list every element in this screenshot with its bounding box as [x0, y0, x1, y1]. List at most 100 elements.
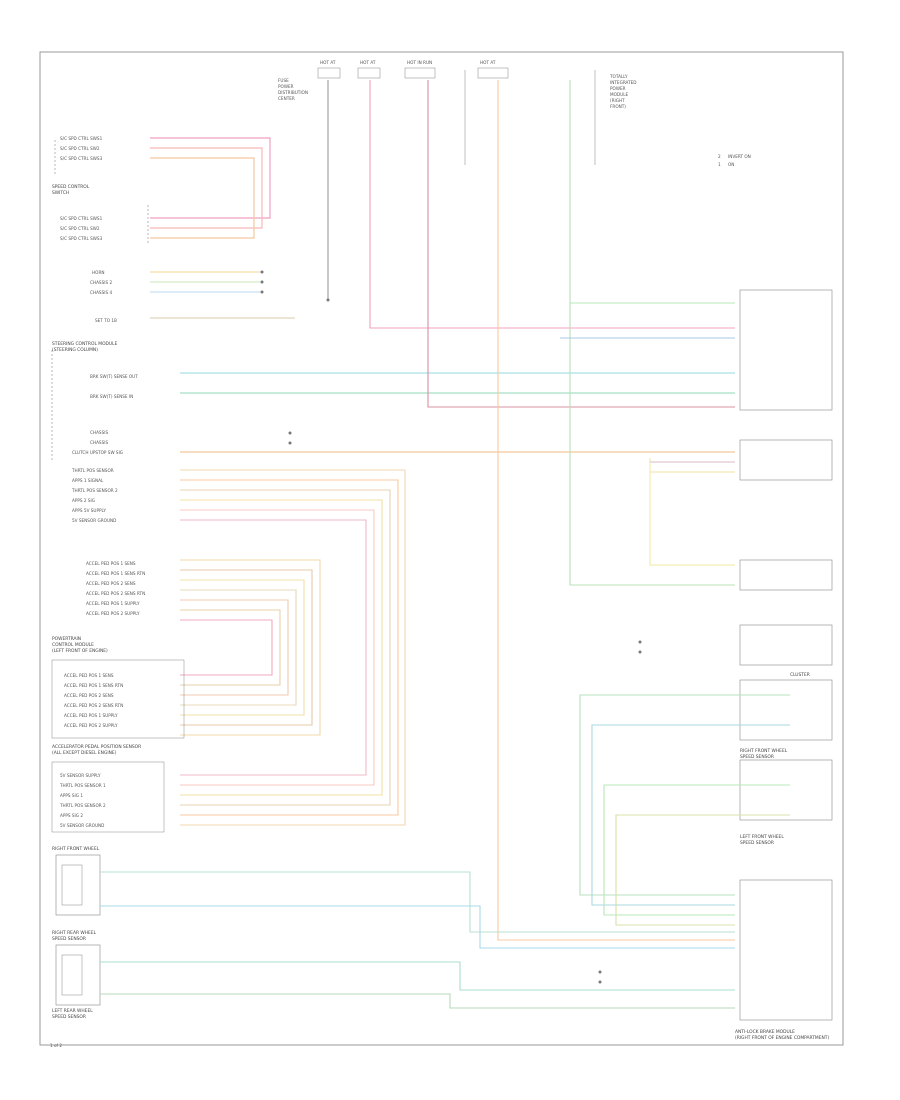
diagram-frame [39, 51, 844, 1046]
svg-text:APPS 2 SIG: APPS 2 SIG [72, 498, 95, 503]
svg-text:FUSE: FUSE [278, 78, 289, 83]
svg-text:2: 2 [718, 154, 721, 159]
svg-text:(RIGHT: (RIGHT [610, 98, 625, 103]
svg-text:SWITCH: SWITCH [52, 190, 69, 196]
svg-text:(RIGHT FRONT OF ENGINE COMPART: (RIGHT FRONT OF ENGINE COMPARTMENT) [735, 1035, 829, 1041]
svg-text:ACCEL PED POS 1 SENS RTN: ACCEL PED POS 1 SENS RTN [64, 683, 123, 688]
svg-text:APPS 5V SUPPLY: APPS 5V SUPPLY [72, 508, 106, 513]
svg-text:ACCEL PED POS 1 SUPPLY: ACCEL PED POS 1 SUPPLY [86, 601, 140, 606]
svg-text:ACCEL PED POS 2 SUPPLY: ACCEL PED POS 2 SUPPLY [86, 611, 140, 616]
svg-text:5V SENSOR GROUND: 5V SENSOR GROUND [72, 518, 116, 523]
speed-control-wires [150, 137, 271, 239]
right-green-wires [560, 302, 735, 339]
svg-text:RIGHT FRONT WHEEL: RIGHT FRONT WHEEL [740, 748, 788, 754]
svg-text:HOT AT: HOT AT [480, 60, 496, 65]
power-sources [317, 67, 596, 165]
svg-text:ON: ON [728, 162, 734, 167]
svg-text:APPS 1 SIGNAL: APPS 1 SIGNAL [72, 478, 104, 483]
fuse-labels: HOT AT HOT AT HOT IN RUN HOT AT FUSE POW… [278, 60, 637, 109]
horn-and-signal-wires [150, 271, 295, 319]
svg-text:ACCELERATOR PEDAL POSITION SEN: ACCELERATOR PEDAL POSITION SENSOR [52, 744, 141, 750]
legend: 2 INVERT ON 1 ON [718, 154, 751, 167]
svg-text:BRK SW(T) SENSE IN: BRK SW(T) SENSE IN [90, 394, 133, 399]
connector-dots [260, 270, 642, 984]
svg-text:HOT AT: HOT AT [360, 60, 376, 65]
wheel-speed-wires [100, 871, 735, 1009]
accelerator-pedal-sensor: ACCELERATOR PEDAL POSITION SENSOR (ALL E… [51, 744, 165, 833]
brake-switch-wires [180, 372, 735, 453]
svg-text:POWERTRAIN: POWERTRAIN [52, 636, 81, 642]
svg-text:ANTI-LOCK BRAKE MODULE: ANTI-LOCK BRAKE MODULE [735, 1029, 795, 1035]
svg-text:BRK SW(T) SENSE OUT: BRK SW(T) SENSE OUT [90, 374, 138, 379]
svg-text:ACCEL PED POS 1 SENS RTN: ACCEL PED POS 1 SENS RTN [86, 571, 145, 576]
svg-text:1 of 2: 1 of 2 [50, 1043, 62, 1048]
svg-text:RIGHT FRONT WHEEL: RIGHT FRONT WHEEL [52, 846, 100, 852]
svg-text:CLUTCH UPSTOP SW SIG: CLUTCH UPSTOP SW SIG [72, 450, 123, 455]
svg-text:POWER: POWER [610, 86, 626, 91]
svg-text:ACCEL PED POS 2 SENS: ACCEL PED POS 2 SENS [64, 693, 114, 698]
svg-text:APPS SIG 2: APPS SIG 2 [60, 813, 83, 818]
svg-text:SPEED SENSOR: SPEED SENSOR [740, 840, 774, 846]
svg-text:CHASSIS 4: CHASSIS 4 [90, 290, 112, 295]
svg-text:INTEGRATED: INTEGRATED [610, 80, 637, 85]
svg-text:ACCEL PED POS 1 SENS: ACCEL PED POS 1 SENS [86, 561, 136, 566]
svg-text:ACCEL PED POS 1 SUPPLY: ACCEL PED POS 1 SUPPLY [64, 713, 118, 718]
svg-text:ACCEL PED POS 2 SENS: ACCEL PED POS 2 SENS [86, 581, 136, 586]
svg-text:POWER: POWER [278, 84, 294, 89]
svg-text:THRTL POS SENSOR 2: THRTL POS SENSOR 2 [59, 803, 106, 808]
svg-text:FRONT): FRONT) [610, 104, 626, 109]
svg-text:ACCEL PED POS 2 SENS RTN: ACCEL PED POS 2 SENS RTN [64, 703, 123, 708]
svg-text:ACCEL PED POS 1 SENS: ACCEL PED POS 1 SENS [64, 673, 114, 678]
svg-text:CHASSIS 2: CHASSIS 2 [90, 280, 112, 285]
svg-text:THRTL POS SENSOR 1: THRTL POS SENSOR 1 [59, 783, 106, 788]
right-module-boxes [739, 289, 833, 1021]
fuse-vertical-wires [327, 80, 735, 941]
svg-text:S/C SPD CTRL SWS3: S/C SPD CTRL SWS3 [60, 156, 103, 161]
wheel-speed-sensors-left: RIGHT FRONT WHEEL RIGHT REAR WHEEL SPEED… [52, 846, 101, 1020]
svg-text:SPEED SENSOR: SPEED SENSOR [740, 754, 774, 760]
svg-text:ACCEL PED POS 2 SUPPLY: ACCEL PED POS 2 SUPPLY [64, 723, 118, 728]
clutch-wires [649, 458, 735, 566]
svg-text:STEERING CONTROL MODULE: STEERING CONTROL MODULE [52, 341, 118, 347]
svg-text:SPEED SENSOR: SPEED SENSOR [52, 1014, 86, 1020]
svg-text:LEFT FRONT WHEEL: LEFT FRONT WHEEL [740, 834, 784, 840]
svg-text:SET TO 1B: SET TO 1B [95, 318, 117, 323]
svg-text:S/C SPD CTRL SWS1: S/C SPD CTRL SWS1 [60, 136, 103, 141]
svg-text:(LEFT FRONT OF ENGINE): (LEFT FRONT OF ENGINE) [52, 648, 108, 654]
app-sensor-bundle [180, 469, 406, 826]
svg-text:DISTRIBUTION: DISTRIBUTION [278, 90, 308, 95]
app-sensor-labels: THRTL POS SENSOR APPS 1 SIGNAL THRTL POS… [51, 468, 185, 739]
svg-text:CENTER: CENTER [278, 96, 295, 101]
svg-text:S/C SPD CTRL SWS1: S/C SPD CTRL SWS1 [60, 216, 103, 221]
svg-text:HOT AT: HOT AT [320, 60, 336, 65]
svg-text:CLUSTER: CLUSTER [790, 672, 810, 678]
svg-text:LEFT REAR WHEEL: LEFT REAR WHEEL [52, 1008, 93, 1014]
svg-text:HORN: HORN [92, 270, 105, 275]
svg-text:MODULE: MODULE [610, 92, 629, 97]
svg-text:S/C SPD CTRL SW2: S/C SPD CTRL SW2 [60, 226, 100, 231]
speed-control-switch: S/C SPD CTRL SWS1 S/C SPD CTRL SW2 S/C S… [52, 136, 149, 245]
svg-text:RIGHT REAR WHEEL: RIGHT REAR WHEEL [52, 930, 97, 936]
svg-text:5V SENSOR SUPPLY: 5V SENSOR SUPPLY [60, 773, 101, 778]
svg-text:CONTROL MODULE: CONTROL MODULE [52, 642, 94, 648]
svg-text:ACCEL PED POS 2 SENS RTN: ACCEL PED POS 2 SENS RTN [86, 591, 145, 596]
svg-text:THRTL POS SENSOR 2: THRTL POS SENSOR 2 [71, 488, 118, 493]
svg-text:INVERT ON: INVERT ON [728, 154, 751, 159]
svg-text:CHASSIS: CHASSIS [90, 430, 108, 435]
svg-text:(ALL EXCEPT DIESEL ENGINE): (ALL EXCEPT DIESEL ENGINE) [52, 750, 117, 756]
svg-text:APPS SIG 1: APPS SIG 1 [60, 793, 83, 798]
right-wheel-sensor-wires [579, 694, 790, 926]
svg-text:CHASSIS: CHASSIS [90, 440, 108, 445]
svg-text:TOTALLY: TOTALLY [609, 74, 628, 79]
svg-text:(STEERING COLUMN): (STEERING COLUMN) [52, 347, 98, 353]
cluster-labels: CLUSTER RIGHT FRONT WHEEL SPEED SENSOR L… [50, 672, 829, 1048]
svg-text:5V SENSOR GROUND: 5V SENSOR GROUND [60, 823, 104, 828]
svg-text:1: 1 [718, 162, 721, 167]
labels-mid-left: HORN CHASSIS 2 CHASSIS 4 SET TO 1B [90, 270, 117, 323]
svg-text:HOT IN RUN: HOT IN RUN [407, 60, 432, 65]
svg-text:THRTL POS SENSOR: THRTL POS SENSOR [71, 468, 114, 473]
svg-text:SPEED CONTROL: SPEED CONTROL [52, 184, 90, 190]
steering-control-module: STEERING CONTROL MODULE (STEERING COLUMN… [51, 341, 138, 460]
